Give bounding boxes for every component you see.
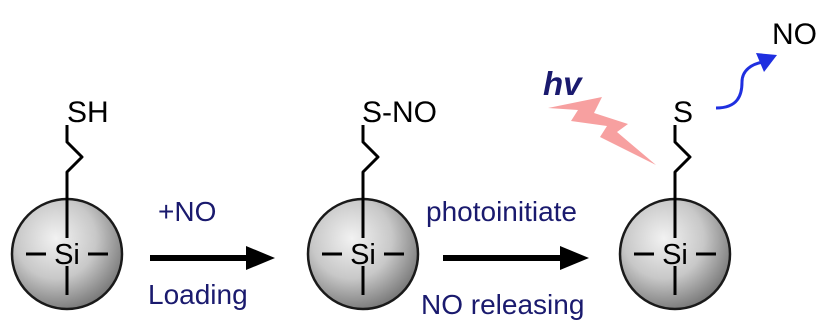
hv-label: hv	[543, 65, 583, 102]
si-label: Si	[350, 239, 376, 271]
sulfur-label: S	[673, 96, 693, 129]
thiol-label: SH	[67, 96, 109, 129]
curved-arrow-head	[756, 53, 777, 72]
released-no-label: NO	[772, 18, 817, 51]
step-reagent-label: +NO	[158, 196, 216, 227]
reaction-step-loading: +NO Loading	[148, 196, 275, 310]
reaction-arrow-head	[246, 246, 275, 270]
released-no: NO	[715, 18, 817, 110]
propyl-linker	[361, 125, 380, 200]
propyl-linker	[673, 125, 692, 200]
nitrosothiol-label: S-NO	[362, 96, 437, 129]
reaction-arrow-head	[560, 246, 589, 270]
particle-nitrosothiol: Si S-NO	[306, 96, 437, 311]
step-trigger-label: photoinitiate	[426, 196, 577, 227]
particle-thiol: Si SH	[10, 96, 124, 311]
si-label: Si	[662, 239, 688, 271]
reaction-step-releasing: photoinitiate NO releasing	[421, 196, 589, 320]
step-process-label: Loading	[148, 279, 248, 310]
particle-released: Si S	[618, 96, 732, 311]
propyl-linker	[65, 125, 84, 200]
lightning-bolt-icon	[548, 97, 656, 165]
light-trigger: hv	[543, 65, 656, 165]
curved-arrow-icon	[715, 60, 764, 110]
si-label: Si	[54, 239, 80, 271]
step-process-label: NO releasing	[421, 289, 584, 320]
